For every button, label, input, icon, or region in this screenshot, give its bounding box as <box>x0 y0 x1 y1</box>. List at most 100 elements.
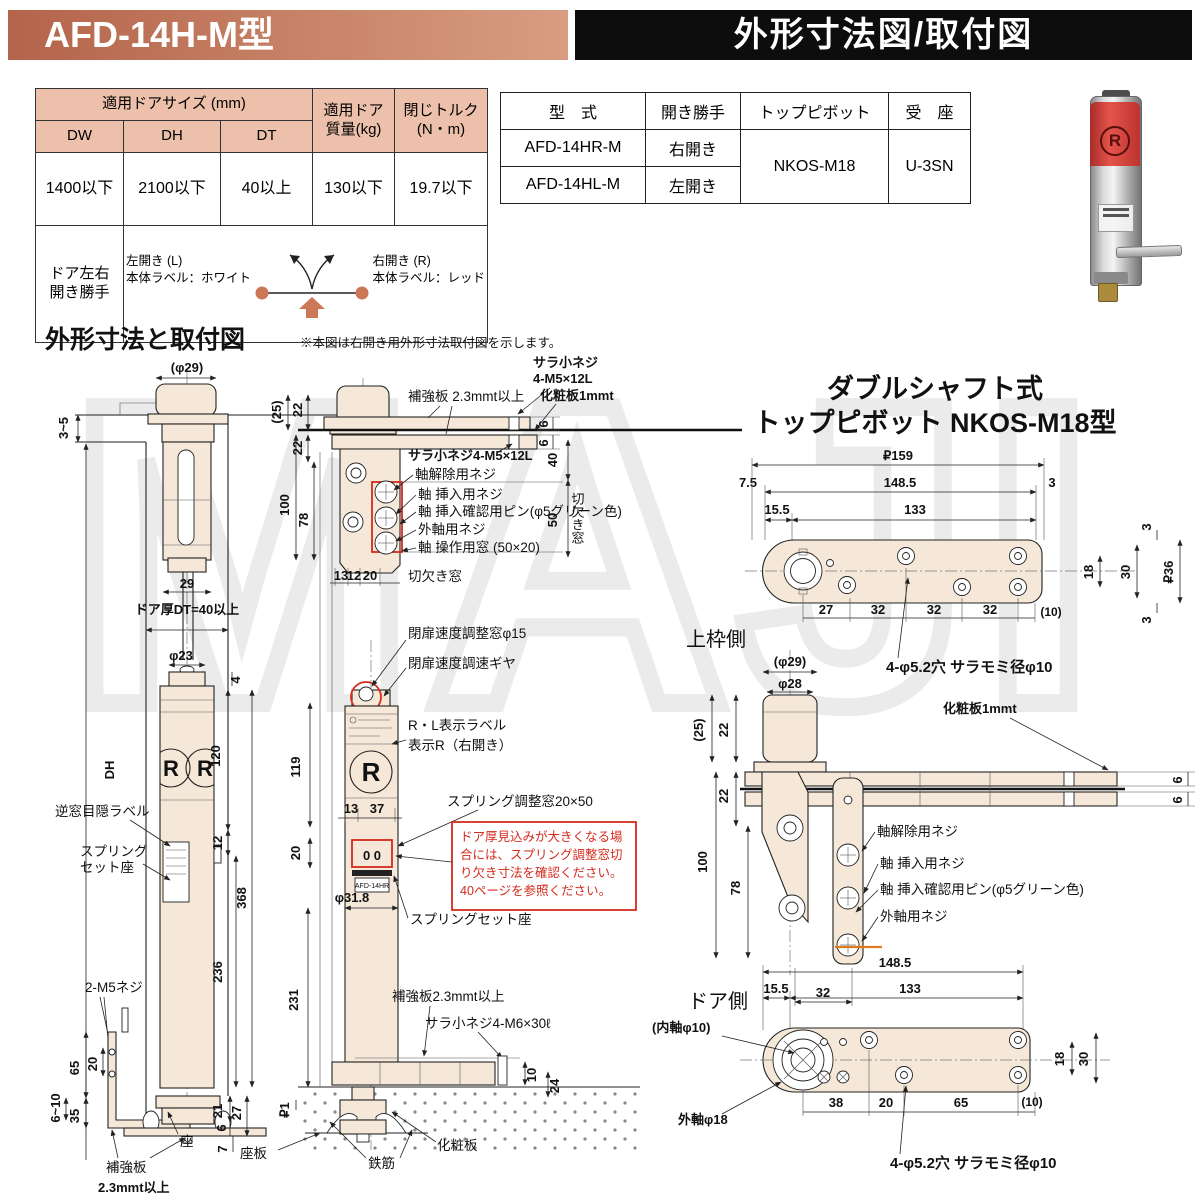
dim-dh: DH <box>102 761 117 780</box>
size-header: 適用ドアサイズ (mm) <box>34 88 314 121</box>
label-kesho-cb: 化粧板 <box>437 1138 478 1153</box>
label-hokyo2: 2.3mmt以上 <box>98 1180 170 1195</box>
dim-22b-ct: 22 <box>290 441 305 455</box>
dim-1485b: 148.5 <box>879 955 912 970</box>
model-l: AFD-14HL-M <box>500 166 646 204</box>
dim-7: 7 <box>215 1145 230 1152</box>
dim-p36: ₽36 <box>1161 561 1176 584</box>
dim-18b: 18 <box>1052 1052 1067 1066</box>
label-sara3: サラ小ネジ4-M6×30ℓ <box>425 1016 551 1031</box>
val-dt: 40以上 <box>219 152 314 226</box>
h-seat: 受 座 <box>888 92 971 130</box>
photo-brass-tip <box>1098 283 1118 302</box>
label-za: 座 <box>180 1134 194 1149</box>
dim-p159: ₽159 <box>883 448 913 463</box>
label-kirikaki-v: 切欠き窓 <box>570 492 585 544</box>
up-arrow <box>298 296 325 318</box>
dim-119: 119 <box>288 757 303 778</box>
dim-6a-ct: 6 <box>536 420 551 427</box>
label-sosa-ct: 軸 操作用窓 (50×20) <box>418 539 540 555</box>
dim-30-rv: 30 <box>1118 565 1133 579</box>
window-zeros: 0 0 <box>363 848 381 863</box>
mass-header: 適用ドア 質量(kg) <box>312 88 396 153</box>
dim-10-cb: 10 <box>524 1068 539 1082</box>
warn-line1: ドア厚見込みが大きくなる場 <box>460 829 623 844</box>
label-rl2: 表示R（右開き） <box>408 738 512 753</box>
label-rl1: R・L表示ラベル <box>408 718 506 733</box>
section-title: 外形寸法と取付図 <box>45 326 246 354</box>
label-hidden: 逆窓目隠ラベル <box>55 803 150 819</box>
dim-35: 35 <box>67 1109 82 1123</box>
dim-22a-rv: 22 <box>716 723 731 737</box>
table-row: AFD-14HR-M 右開き NKOS-M18 U-3SN <box>500 129 971 204</box>
warn-line2: 合には、スプリング調整窓切 <box>460 847 623 862</box>
warn-line4: 40ページを参照ください。 <box>460 883 611 898</box>
dim-27-rv: 27 <box>819 602 833 617</box>
label-sara1a: サラ小ネジ <box>533 355 598 370</box>
dim-236: 236 <box>210 961 225 983</box>
dim-30b: 30 <box>1076 1052 1091 1066</box>
label-tekkin: 鉄筋 <box>368 1155 395 1171</box>
dim-21: 21 <box>210 1104 225 1118</box>
left-open-label: 左開き (L)本体ラベル：ホワイト <box>126 247 251 287</box>
right-open-line1: 右開き (R) <box>372 253 431 268</box>
dim-25-ct: (25) <box>269 400 284 423</box>
dim-32b: 32 <box>927 602 941 617</box>
dim-27: 27 <box>229 1106 244 1120</box>
photo-top-cap <box>1102 90 1130 100</box>
dim-25-rv: (25) <box>691 718 706 741</box>
table-row: AFD-14HL-M 左開き <box>500 166 971 204</box>
dim-13-cb: 13 <box>344 801 358 816</box>
left-open-line1: 左開き (L) <box>126 253 183 268</box>
label-kirikaki-ct: 切欠き窓 <box>408 568 462 584</box>
label-gaijiku-rv: 外軸用ネジ <box>880 909 948 924</box>
handing-r: 右開き <box>645 129 741 167</box>
dim-29: 29 <box>180 576 194 591</box>
handing-l: 左開き <box>645 166 741 204</box>
label-kaijo-ct: 軸解除用ネジ <box>415 467 496 482</box>
right-top-view: ダブルシャフト式 トップピボット NKOS-M18型 ₽159 148.5 7.… <box>686 373 1183 676</box>
dim-78-rv: 78 <box>728 881 743 895</box>
photo-r-mark: R <box>1100 126 1130 156</box>
dim-100-rv: 100 <box>695 851 710 873</box>
dim-3c: 3 <box>1139 616 1154 623</box>
dim-100-ct: 100 <box>277 494 292 516</box>
h-pivot: トップピボット <box>740 92 889 130</box>
dim-65b: 65 <box>954 1095 968 1110</box>
label-hokyo-ct: 補強板 2.3mmt以上 <box>408 389 524 404</box>
warn-line3: り欠き寸法を確認ください。 <box>460 865 623 880</box>
photo-mid-label <box>1098 204 1134 232</box>
label-seat-cb: スプリングセット座 <box>410 912 532 927</box>
val-dh: 2100以下 <box>123 152 221 226</box>
label-mado: 閉扉速度調整窓φ15 <box>408 625 526 641</box>
label-kaijo-rv: 軸解除用ネジ <box>877 824 958 839</box>
dim-6b-ct: 6 <box>536 439 551 446</box>
dim-20-cb: 20 <box>288 846 303 860</box>
dim-18-rv: 18 <box>1081 565 1096 579</box>
door-spec-table: 適用ドアサイズ (mm) 適用ドア 質量(kg) 閉じトルク (N・m) DW … <box>34 88 489 343</box>
dim-phi28-rv: φ28 <box>778 676 802 691</box>
dim-3b: 3 <box>1139 523 1154 530</box>
dim-phi29-rv: (φ29) <box>774 654 806 669</box>
label-zaban: 座板 <box>240 1146 267 1161</box>
dim-133: 133 <box>904 502 926 517</box>
label-naijiku: (内軸φ10) <box>652 1020 710 1035</box>
col-dt: DT <box>219 120 314 153</box>
dim-3-5: 3~5 <box>56 417 71 439</box>
r-mark-right: R <box>197 756 213 781</box>
label-spring-seat2: セット座 <box>80 860 134 875</box>
product-photo: R <box>1030 86 1195 304</box>
dim-phi23: φ23 <box>169 648 193 663</box>
dim-155: 15.5 <box>764 502 789 517</box>
label-gaijiku-ct: 外軸用ネジ <box>418 522 486 537</box>
dim-120: 120 <box>208 745 223 767</box>
dim-10-rv: (10) <box>1040 605 1061 619</box>
section-note: ※本図は右開き用外形寸法取付図を示します。 <box>300 336 562 350</box>
dim-6: 6 <box>214 1124 229 1131</box>
dim-22b-rv: 22 <box>716 789 731 803</box>
dim-10b: (10) <box>1021 1095 1042 1109</box>
label-spring-mado: スプリング調整窓20×50 <box>447 793 593 809</box>
dim-6-10: 6~10 <box>48 1093 63 1122</box>
label-sonyu-rv: 軸 挿入用ネジ <box>880 856 965 871</box>
